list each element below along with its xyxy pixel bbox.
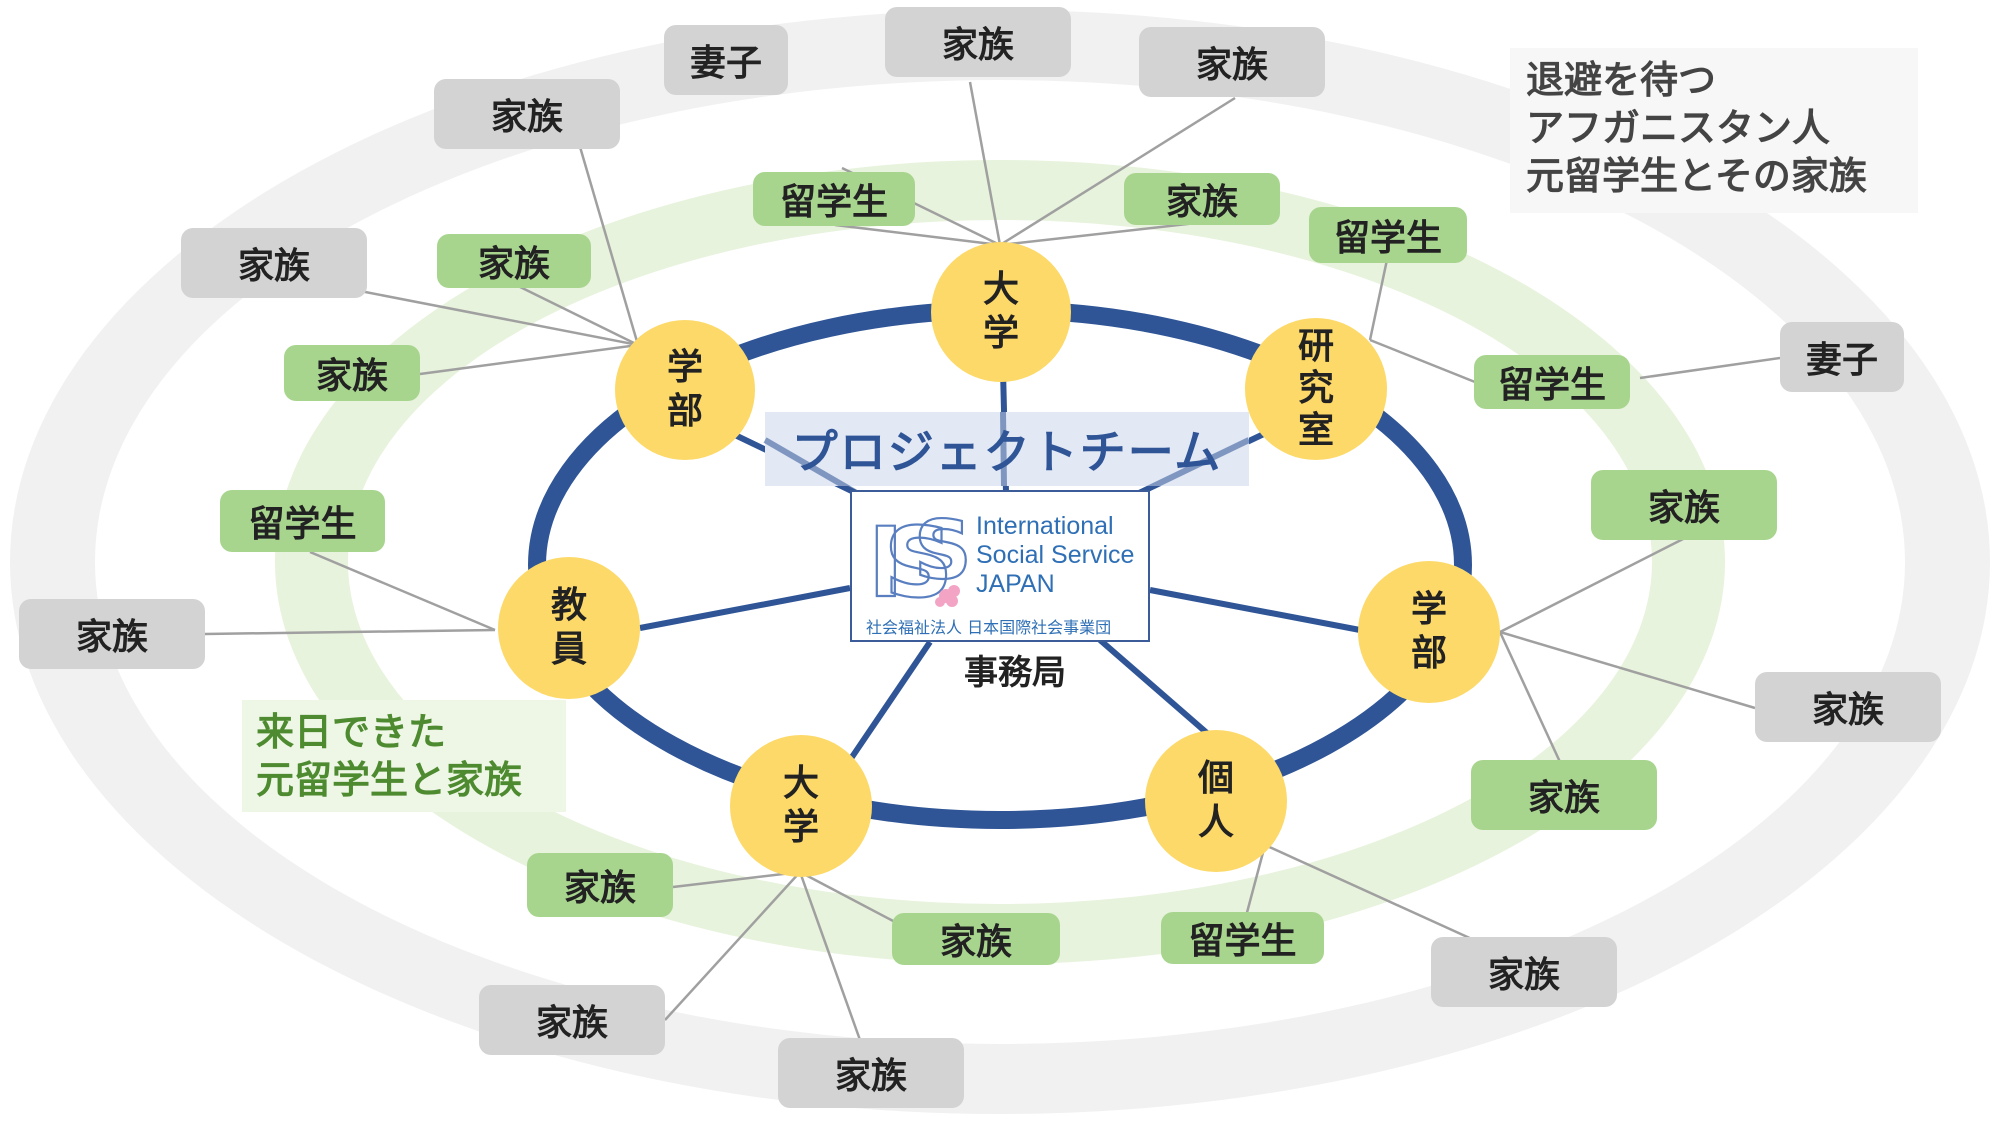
waiting-note-line: アフガニスタン人	[1526, 106, 1831, 150]
student-node: 留学生	[220, 490, 385, 552]
family-node: 家族	[479, 985, 665, 1055]
circle-char: 部	[1410, 633, 1447, 674]
arrived-note-line: 元留学生と家族	[256, 758, 523, 802]
spouse-children-node: 妻子	[664, 25, 788, 95]
family-node: 家族	[284, 345, 420, 401]
circle-char: 員	[550, 629, 587, 670]
family-node: 家族	[527, 853, 673, 917]
waiting-note-line: 元留学生とその家族	[1526, 154, 1867, 198]
circle-char: 学	[782, 807, 819, 848]
family-node: 家族	[892, 913, 1060, 965]
waiting-note: 退避を待つ アフガニスタン人 元留学生とその家族	[1510, 48, 1918, 213]
circle-char: 大	[782, 763, 819, 804]
student-node: 留学生	[1474, 355, 1630, 409]
circle-char: 研	[1297, 326, 1334, 367]
svg-text:S: S	[914, 504, 972, 597]
family-node: 家族	[1139, 27, 1325, 97]
family-node: 家族	[885, 7, 1071, 77]
university-circle-top: 大学	[931, 242, 1071, 382]
family-node: 家族	[181, 228, 367, 298]
project-team-banner: プロジェクトチーム	[765, 412, 1249, 486]
circle-char: 大	[982, 269, 1019, 310]
student-node: 留学生	[1161, 912, 1324, 964]
faculty-staff-circle: 教員	[498, 557, 640, 699]
circle-char: 究	[1297, 368, 1334, 409]
individual-circle: 個人	[1145, 730, 1287, 872]
logo-line-1: International	[976, 512, 1114, 540]
circle-char: 人	[1197, 802, 1234, 843]
family-node: 家族	[1471, 760, 1657, 830]
family-node: 家族	[434, 79, 620, 149]
student-node: 留学生	[753, 172, 915, 226]
logo-subtitle: 社会福祉法人 日本国際社会事業団	[866, 618, 1112, 637]
family-node: 家族	[1431, 937, 1617, 1007]
university-circle-bottom: 大学	[730, 735, 872, 877]
laboratory-circle: 研究室	[1245, 318, 1387, 460]
iss-logo: I S S International Social Service JAPAN…	[850, 490, 1150, 642]
circle-char: 学	[1410, 589, 1447, 630]
family-node: 家族	[19, 599, 205, 669]
circle-char: 室	[1297, 410, 1334, 451]
circle-char: 学	[666, 347, 703, 388]
circle-char: 教	[550, 585, 587, 626]
logo-line-3: JAPAN	[976, 570, 1055, 598]
connector-lines	[204, 81, 1781, 1041]
svg-text:I: I	[868, 507, 904, 610]
student-node: 留学生	[1309, 207, 1467, 263]
family-node: 家族	[437, 234, 591, 288]
arrived-note: 来日できた 元留学生と家族	[242, 700, 566, 812]
family-node: 家族	[1755, 672, 1941, 742]
circle-char: 学	[982, 313, 1019, 354]
secretariat-label: 事務局	[964, 653, 1066, 693]
family-node: 家族	[1591, 470, 1777, 540]
spouse-children-node: 妻子	[1780, 322, 1904, 392]
circle-char: 部	[666, 391, 703, 432]
arrived-note-line: 来日できた	[256, 710, 447, 754]
faculty-circle-right: 学部	[1358, 561, 1500, 703]
circle-char: 個	[1197, 758, 1234, 799]
family-node: 家族	[778, 1038, 964, 1108]
iss-mark-icon: I S S	[867, 503, 972, 610]
family-node: 家族	[1124, 173, 1280, 225]
logo-line-2: Social Service	[976, 541, 1135, 569]
waiting-note-line: 退避を待つ	[1526, 58, 1717, 102]
faculty-circle-left: 学部	[615, 320, 755, 460]
